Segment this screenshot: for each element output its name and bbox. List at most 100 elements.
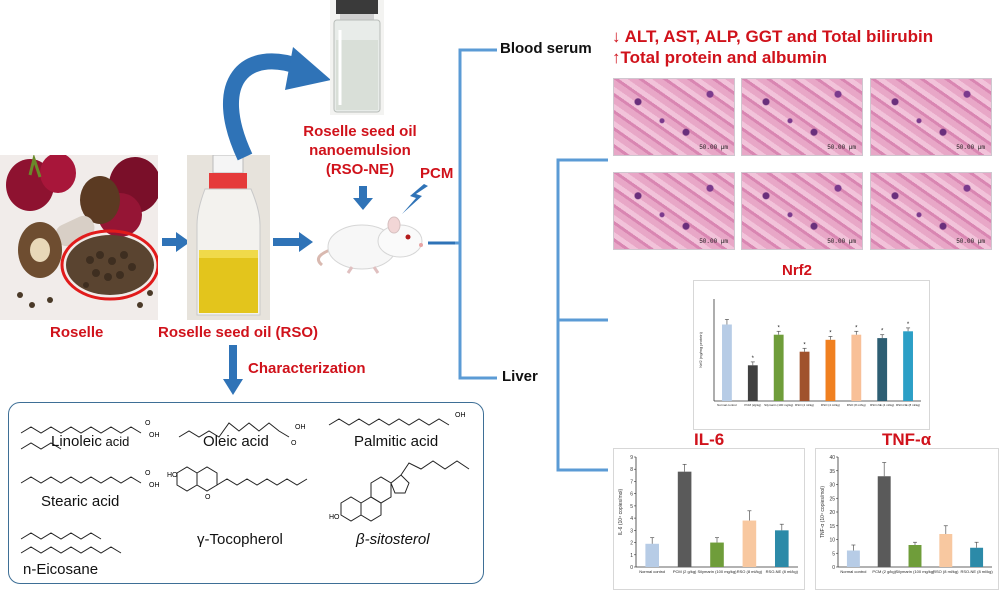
- compound-structures: OOH OOH OH OOH HOO HO: [20, 412, 470, 554]
- y-tick-label: 10: [829, 538, 835, 544]
- y-tick-label: 15: [829, 524, 835, 530]
- y-tick-label: 35: [829, 469, 835, 475]
- y-tick-label: 20: [829, 510, 835, 516]
- scale-bar: 50.00 µm: [699, 144, 728, 151]
- compound-stearic-acid: Stearic acid: [41, 493, 120, 510]
- arrow-nano-to-rat: [353, 186, 373, 210]
- svg-text:O: O: [145, 420, 151, 427]
- category-label: RSO-NE (8 ml/kg): [766, 569, 799, 574]
- scale-bar: 50.00 µm: [956, 144, 985, 151]
- characterization-label: Characterization: [248, 360, 366, 377]
- bar: [742, 520, 757, 567]
- category-label: RSO-NE (8 ml/kg): [960, 569, 993, 574]
- svg-text:OH: OH: [455, 412, 466, 419]
- y-tick-label: 2: [630, 541, 633, 547]
- y-tick-label: 25: [829, 496, 835, 502]
- y-tick-label: 0: [630, 565, 633, 571]
- svg-text:HO: HO: [329, 514, 340, 521]
- y-tick-label: 0: [832, 565, 835, 571]
- oil-bottle-illustration: [196, 155, 261, 316]
- significance-mark: *: [778, 325, 781, 331]
- y-axis-label: Nrf2 (ng/mg protein): [698, 331, 703, 367]
- category-label: PCM (2 g/kg): [673, 569, 697, 574]
- bar: [773, 334, 784, 401]
- scale-bar: 50.00 µm: [699, 238, 728, 245]
- y-tick-label: 3: [630, 528, 633, 534]
- il6-title: IL-6: [694, 430, 725, 449]
- compound-linoleic-acid: Linoleic acid: [51, 433, 129, 450]
- bar: [903, 331, 913, 401]
- category-label: PCM (2g/kg): [744, 403, 761, 407]
- y-tick-label: 9: [630, 455, 633, 461]
- compound-oleic-acid: Oleic acid: [203, 433, 269, 450]
- y-axis-label: TNF-α (10⁴ copies/mol): [820, 486, 826, 538]
- liver-bracket: [556, 158, 608, 472]
- compound-linoleic-name: Linoleic: [51, 433, 102, 450]
- histology-panel-1: 50.00 µm: [613, 78, 735, 156]
- rso-bottle-photo: [187, 155, 270, 320]
- bar: [877, 338, 888, 401]
- nanoemulsion-line-2: nanoemulsion: [309, 142, 411, 159]
- roselle-photo: [0, 155, 158, 320]
- bar: [722, 324, 732, 401]
- nanoemulsion-label: Roselle seed oil nanoemulsion (RSO-NE): [290, 122, 430, 179]
- category-label: RSO (8 ml/kg): [737, 569, 763, 574]
- nrf2-chart: Nrf2 (ng/mg protein)Normal control*PCM (…: [693, 280, 930, 430]
- bar: [645, 543, 660, 567]
- category-label: Silymarin (100 mg/kg): [698, 569, 738, 574]
- category-label: RSO-NE (4 ml/kg): [870, 403, 894, 407]
- bar: [747, 365, 758, 401]
- bar: [970, 547, 984, 567]
- y-tick-label: 6: [630, 492, 633, 498]
- category-label: RSO-NE (8 ml/kg): [896, 403, 920, 407]
- scale-bar: 50.00 µm: [827, 238, 856, 245]
- liver-label: Liver: [502, 368, 538, 385]
- rat-illustration: [316, 216, 423, 274]
- nrf2-title: Nrf2: [782, 262, 813, 279]
- y-tick-label: 30: [829, 483, 835, 489]
- histology-panel-6: 50.00 µm: [870, 172, 992, 250]
- significance-mark: *: [855, 325, 858, 331]
- category-label: Silymarin (100 mg/kg): [764, 403, 793, 407]
- arrow-roselle-to-rso: [162, 232, 190, 252]
- bar: [877, 476, 891, 567]
- y-axis-label: IL-6 (10⁴ copies/mol): [618, 489, 624, 536]
- category-label: RSO (8 ml/kg): [847, 403, 866, 407]
- tnfa-title: TNF-α: [882, 430, 932, 449]
- svg-text:O: O: [291, 440, 297, 447]
- category-label: RSO (4 ml/kg): [795, 403, 814, 407]
- roselle-illustration: [6, 155, 158, 308]
- bar: [710, 542, 724, 567]
- significance-mark: *: [829, 330, 832, 336]
- compound-n-eicosane: n-Eicosane: [23, 561, 99, 578]
- bar: [825, 339, 836, 401]
- nanoemulsion-line-3: (RSO-NE): [325, 161, 395, 178]
- significance-mark: *: [881, 329, 884, 335]
- pcm-label: PCM: [420, 165, 454, 182]
- bar: [939, 534, 953, 567]
- category-label: RSO (4 ml/kg): [821, 403, 840, 407]
- y-tick-label: 4: [630, 516, 633, 522]
- significance-mark: *: [803, 342, 806, 348]
- svg-text:OH: OH: [149, 432, 160, 439]
- category-label: PCM (2 g/kg): [872, 569, 896, 574]
- y-tick-label: 8: [630, 467, 633, 473]
- svg-text:O: O: [145, 470, 151, 477]
- arrow-rso-to-rat: [273, 232, 313, 252]
- lightning-icon: [402, 184, 428, 214]
- category-label: RSO (8 ml/kg): [933, 569, 959, 574]
- nanoemulsion-vial-photo: [330, 0, 384, 115]
- y-tick-label: 7: [630, 479, 633, 485]
- bar: [846, 550, 860, 567]
- arrow-to-characterization: [223, 345, 243, 395]
- bar: [851, 334, 862, 401]
- y-tick-label: 1: [630, 553, 633, 559]
- histology-panel-2: 50.00 µm: [741, 78, 863, 156]
- y-tick-label: 5: [832, 551, 835, 557]
- significance-mark: *: [907, 322, 910, 328]
